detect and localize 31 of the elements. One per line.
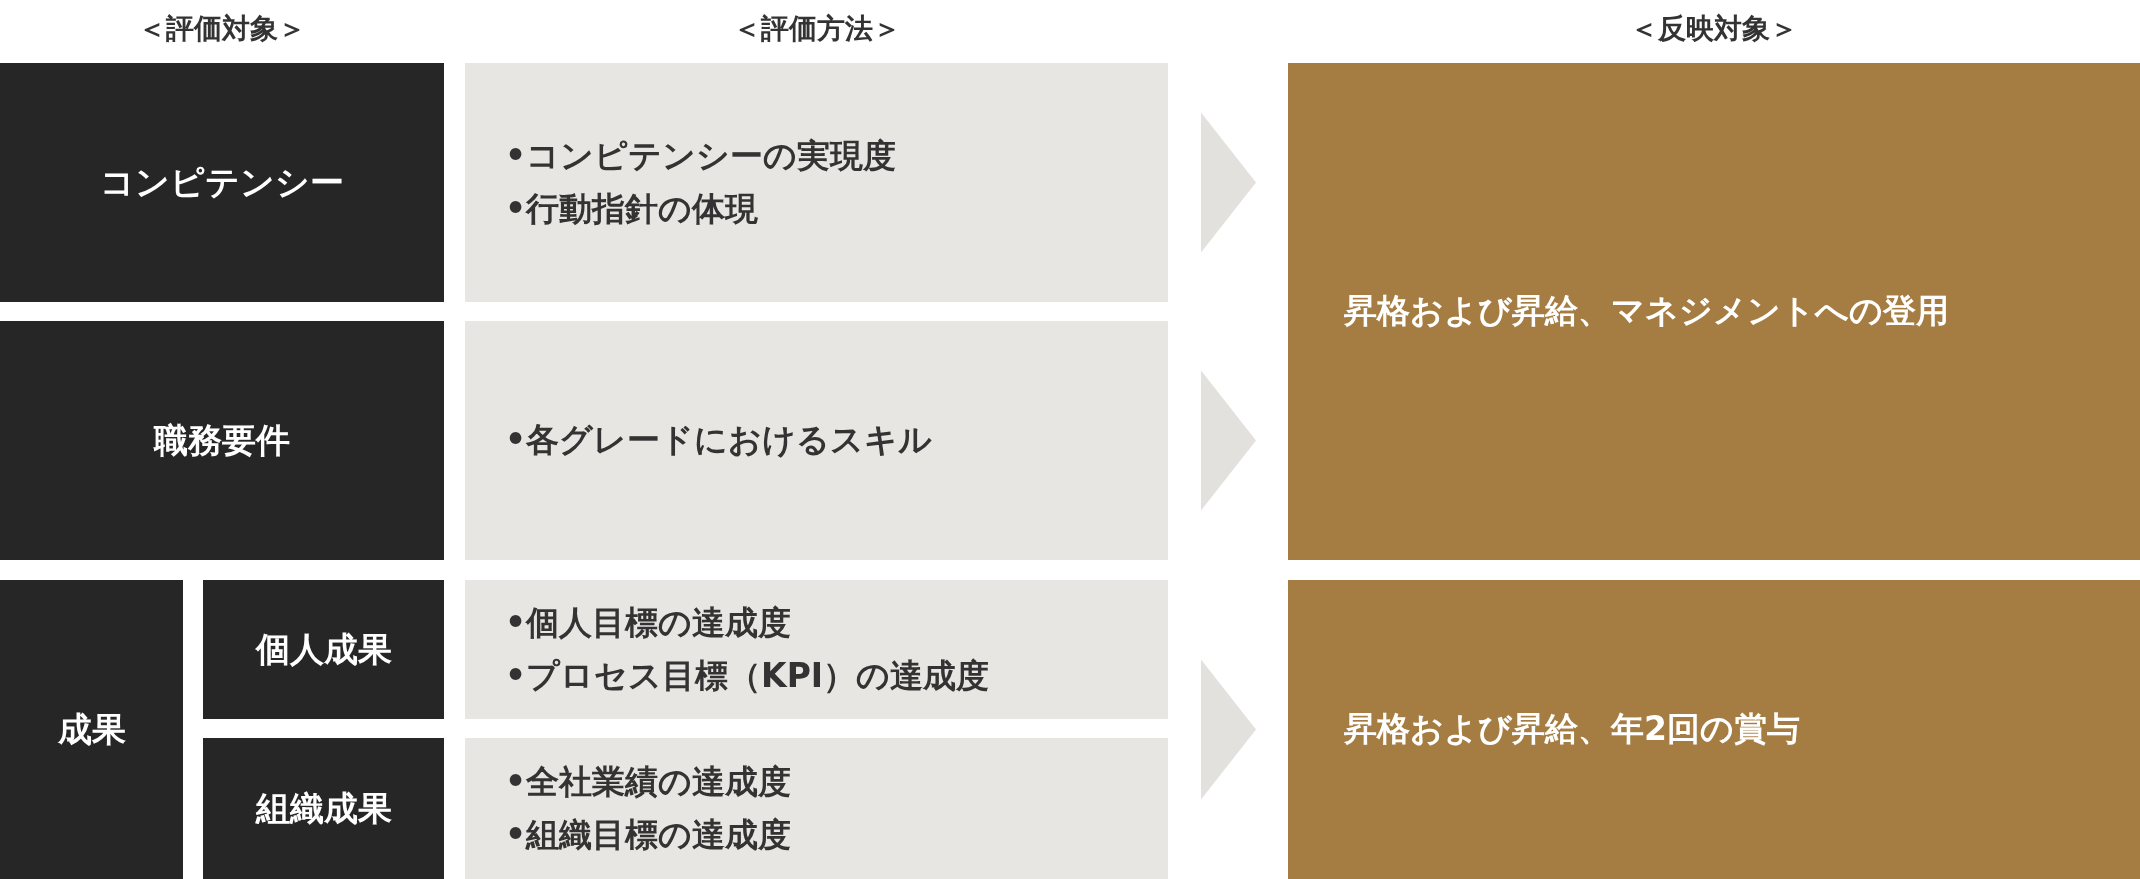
column-heading: ＜評価方法＞	[731, 11, 902, 47]
box-label: 個人成果	[255, 627, 392, 671]
bullet-item: •組織目標の達成度	[505, 813, 793, 856]
heading-box	[0, 63, 444, 302]
box-label: 昇格および昇給、年2回の賞与	[1344, 708, 1801, 750]
chevron-arrow	[1201, 659, 1256, 800]
heading-box	[0, 580, 183, 879]
heading-box	[0, 321, 444, 560]
heading-box	[203, 738, 444, 879]
box-label: 組織成果	[255, 786, 392, 830]
criteria-box	[465, 321, 1168, 560]
criteria-box	[465, 580, 1168, 719]
bullet-item: •コンピテンシーの実現度	[505, 134, 898, 177]
bullet-item: •個人目標の達成度	[505, 601, 793, 644]
box-label: 成果	[57, 707, 126, 751]
bullet-item: •行動指針の体現	[505, 187, 760, 230]
criteria-box	[465, 738, 1168, 879]
bullet-item: •プロセス目標（KPI）の達成度	[505, 654, 991, 697]
column-heading: ＜反映対象＞	[1629, 11, 1799, 47]
box-label: 昇格および昇給、マネジメントへの登用	[1344, 290, 1950, 332]
heading-box	[203, 580, 444, 719]
bullet-item: •各グレードにおけるスキル	[505, 419, 934, 462]
box-label: 職務要件	[154, 418, 290, 462]
column-heading: ＜評価対象＞	[137, 11, 307, 47]
outcome-box	[1288, 63, 2140, 560]
chevron-arrow	[1201, 112, 1256, 253]
box-label: コンピテンシー	[100, 160, 344, 204]
criteria-box	[465, 63, 1168, 302]
outcome-box	[1288, 580, 2140, 879]
bullet-item: •全社業績の達成度	[505, 760, 793, 803]
chevron-arrow	[1201, 370, 1256, 511]
